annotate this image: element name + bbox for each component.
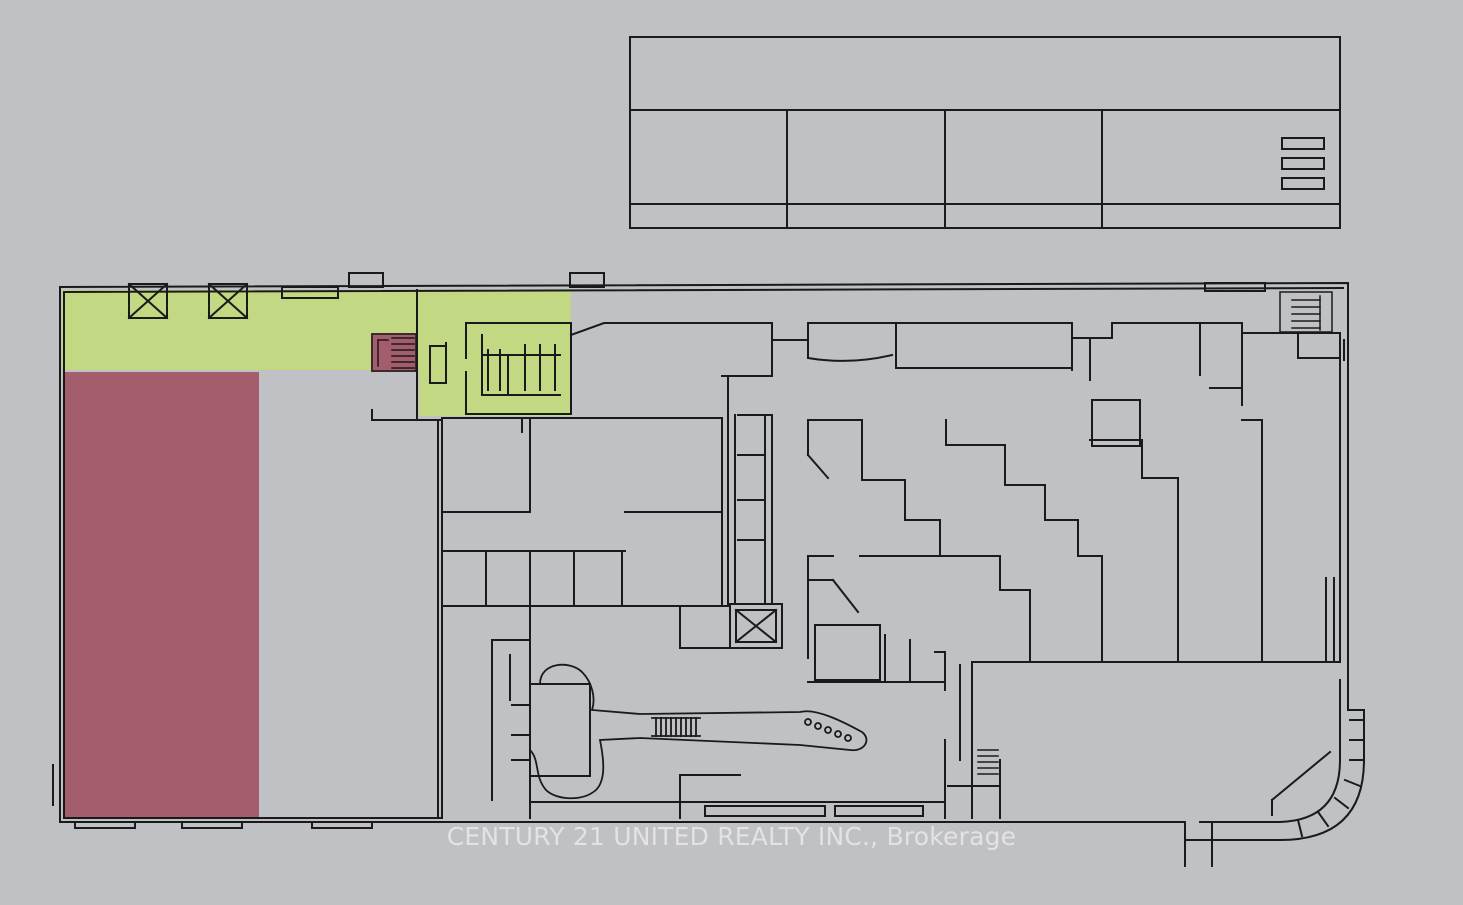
- office-area-top: [569, 322, 1341, 605]
- elevator-icon: [729, 603, 783, 649]
- office-area-lower: [491, 605, 1001, 819]
- washroom-block: [429, 322, 572, 415]
- highlight-red: [63, 372, 259, 818]
- stair-icon: [977, 749, 999, 775]
- building-outline: [52, 272, 1349, 829]
- upper-floor-plan: [629, 36, 1341, 229]
- guitar-icon: [528, 663, 868, 800]
- curved-corner-wall: [1184, 679, 1365, 867]
- highlight-green: [62, 290, 571, 416]
- elevator-icon: [207, 282, 249, 320]
- stair-icon: [1279, 291, 1333, 333]
- office-area-left: [441, 417, 731, 607]
- elevator-icon: [127, 282, 169, 320]
- vent-icon: [1281, 137, 1325, 190]
- stair-icon: [371, 333, 417, 372]
- office-area-stepped: [806, 332, 1345, 663]
- highlight-regions: [62, 290, 571, 818]
